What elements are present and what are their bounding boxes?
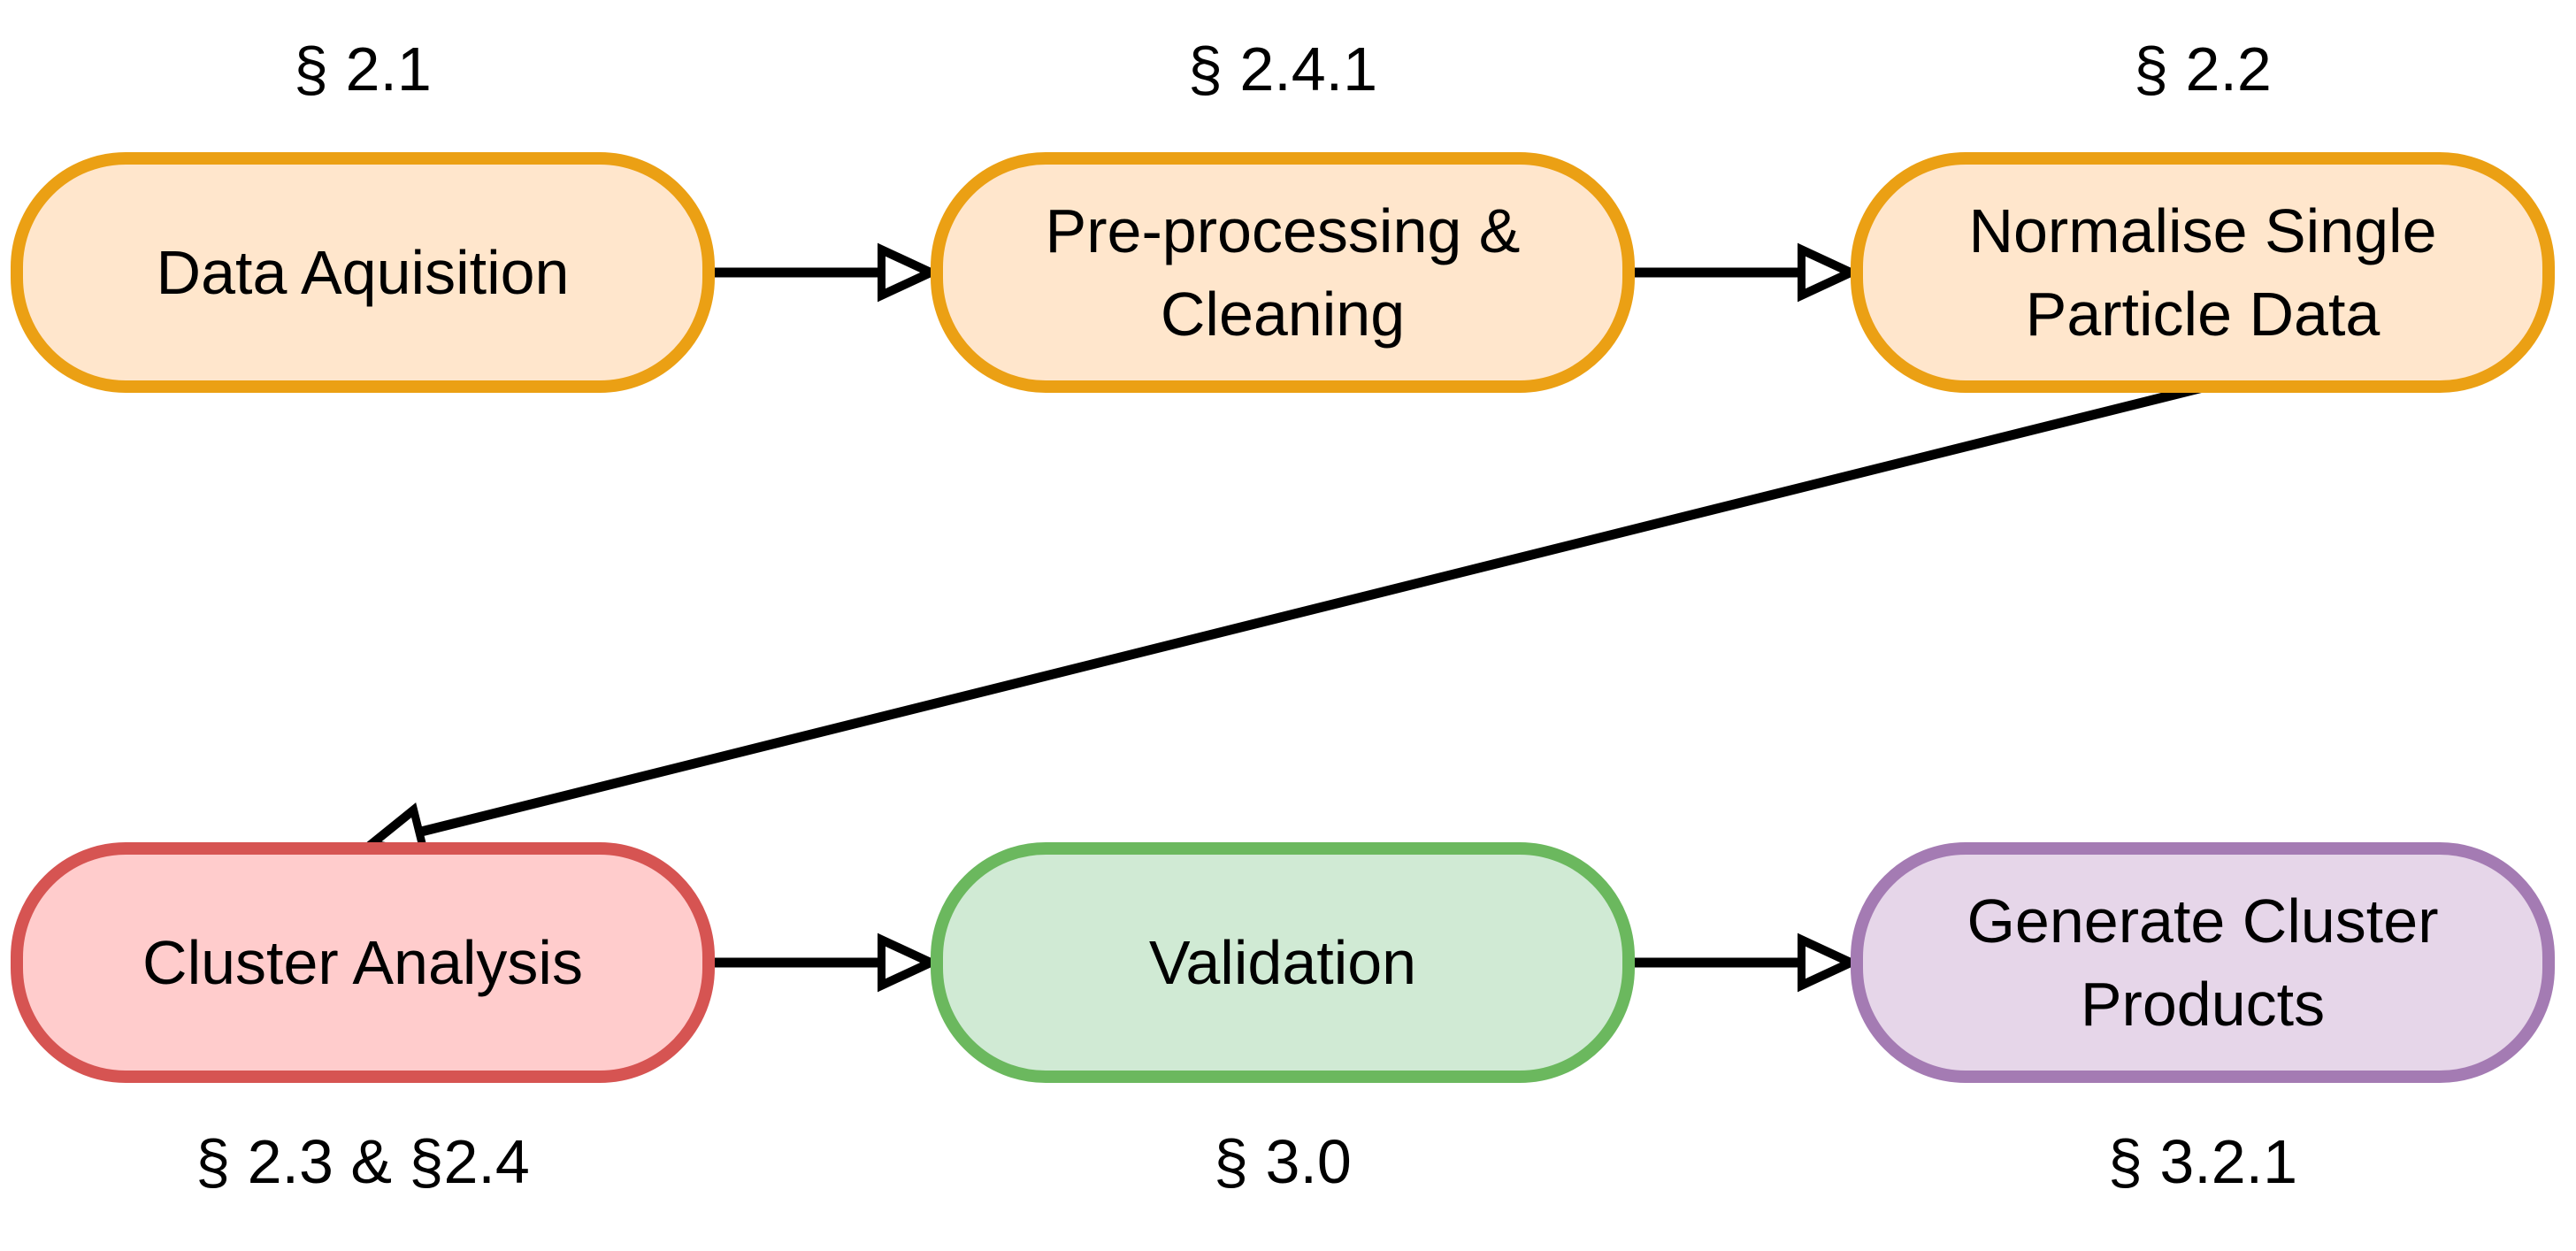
node-label: Validation (1148, 928, 1417, 997)
node-label: Normalise Single Particle Data (1968, 196, 2437, 349)
section-ref-generate-products: § 3.2.1 (2107, 1127, 2298, 1196)
node-preprocessing-cleaning: Pre-processing & Cleaning (931, 152, 1635, 393)
node-label: Generate Cluster Products (1966, 886, 2439, 1039)
node-normalise-single-particle: Normalise Single Particle Data (1851, 152, 2555, 393)
node-label: Cluster Analysis (142, 928, 583, 997)
node-validation: Validation (931, 842, 1635, 1083)
section-ref-data-acquisition: § 2.1 (294, 35, 432, 104)
node-label: Data Aquisition (156, 238, 570, 307)
node-label: Pre-processing & Cleaning (1045, 196, 1521, 349)
node-cluster-analysis: Cluster Analysis (11, 842, 715, 1083)
section-ref-validation: § 3.0 (1214, 1127, 1352, 1196)
node-generate-cluster-products: Generate Cluster Products (1851, 842, 2555, 1083)
section-ref-preprocessing: § 2.4.1 (1187, 35, 1378, 104)
arrow-normalise-to-cluster-analysis (372, 382, 2204, 844)
node-data-acquisition: Data Aquisition (11, 152, 715, 393)
section-ref-cluster-analysis: § 2.3 & §2.4 (196, 1127, 530, 1196)
section-ref-normalise: § 2.2 (2134, 35, 2272, 104)
